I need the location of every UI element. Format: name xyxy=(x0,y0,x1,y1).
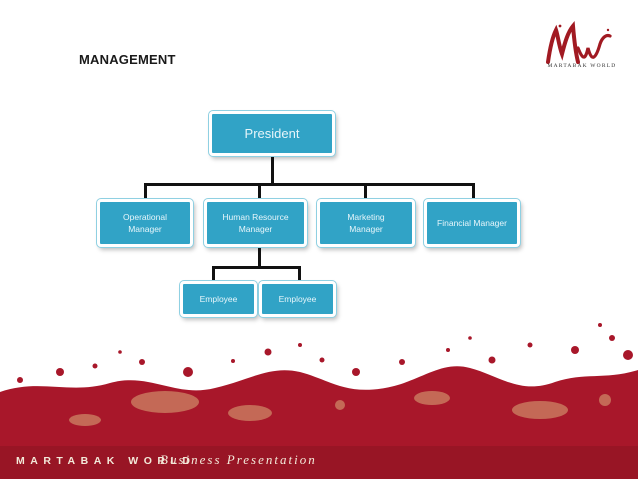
connector-drop-employee-1 xyxy=(212,266,215,283)
footer-brand: MARTABAK WORLD xyxy=(16,455,196,467)
operational-manager-node: Operational Manager xyxy=(97,199,193,247)
footer-subtitle: Business Presentation xyxy=(160,452,317,467)
hr-manager-label: Human Resource Manager xyxy=(222,212,289,234)
connector-drop-employee-2 xyxy=(298,266,301,283)
connector-drop-financial xyxy=(472,183,475,203)
connector-president-down xyxy=(271,156,274,185)
president-label: President xyxy=(244,125,300,141)
logo-wordmark: MARTABAK WORLD xyxy=(547,63,617,69)
slide-title: MANAGEMENT xyxy=(79,52,176,67)
employee-node-2: Employee xyxy=(259,281,336,317)
connector-drop-marketing xyxy=(364,183,367,203)
operational-manager-label: Operational Manager xyxy=(123,212,167,234)
connector-managers-horizontal xyxy=(144,183,475,186)
employee-label-1: Employee xyxy=(199,294,238,304)
martabak-world-logo xyxy=(546,20,612,64)
connector-drop-hr xyxy=(258,183,261,203)
hr-manager-node: Human Resource Manager xyxy=(204,199,307,247)
connector-hr-down xyxy=(258,247,261,268)
marketing-manager-label: Marketing Manager xyxy=(347,212,385,234)
financial-manager-label: Financial Manager xyxy=(437,218,507,228)
marketing-manager-node: Marketing Manager xyxy=(317,199,415,247)
employee-label-2: Employee xyxy=(278,294,317,304)
president-node: President xyxy=(209,111,335,156)
connector-employees-horizontal xyxy=(212,266,301,269)
financial-manager-node: Financial Manager xyxy=(424,199,520,247)
connector-drop-operational xyxy=(144,183,147,203)
employee-node-1: Employee xyxy=(180,281,257,317)
